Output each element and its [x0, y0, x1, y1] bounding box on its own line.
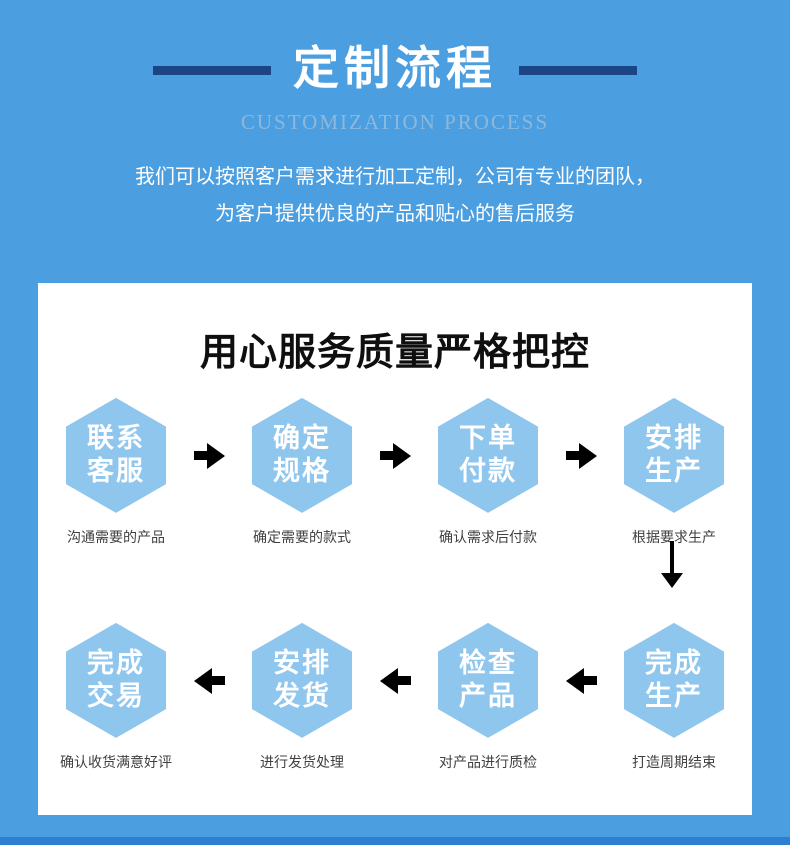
- page-title: 定制流程: [293, 42, 497, 94]
- arrow-down-icon: [658, 540, 686, 588]
- flow-step: 下单 付款 确认需求后付款: [429, 397, 547, 547]
- step-label: 规格: [273, 456, 331, 487]
- panel-title: 用心服务质量严格把控: [199, 331, 590, 374]
- footer-strip: [0, 837, 790, 845]
- step-caption: 确认需求后付款: [439, 528, 537, 545]
- step-hexagon: 安排 发货: [252, 622, 352, 738]
- flow-step: 确定 规格 确定需要的款式: [243, 397, 361, 547]
- step-caption: 根据要求生产: [632, 528, 716, 545]
- step-label: 付款: [459, 456, 517, 487]
- flow-row-top: 联系 客服 沟通需要的产品 确定 规格 确定需要的款式 下单: [38, 397, 752, 547]
- arrow-right-icon: [547, 442, 615, 469]
- step-label: 确定: [273, 423, 331, 454]
- step-caption: 沟通需要的产品: [67, 528, 165, 545]
- step-label: 客服: [87, 456, 145, 487]
- step-label: 安排: [273, 648, 331, 679]
- header: 定制流程 CUSTOMIZATION PROCESS 我们可以按照客户需求进行加…: [0, 0, 790, 233]
- description-line-1: 我们可以按照客户需求进行加工定制，公司有专业的团队，: [135, 165, 655, 188]
- step-label: 生产: [645, 681, 703, 712]
- flow-step: 检查 产品 对产品进行质检: [429, 622, 547, 772]
- arrow-left-icon: [175, 667, 243, 694]
- step-caption: 进行发货处理: [260, 753, 344, 770]
- arrow-right-icon: [175, 442, 243, 469]
- step-label: 联系: [87, 423, 145, 454]
- step-hexagon: 完成 交易: [66, 622, 166, 738]
- step-label: 检查: [459, 648, 517, 679]
- step-caption: 打造周期结束: [632, 753, 716, 770]
- step-label: 生产: [645, 456, 703, 487]
- title-decor-line-right: [519, 65, 637, 75]
- step-label: 下单: [459, 423, 517, 454]
- title-decor-line-left: [153, 65, 271, 75]
- step-hexagon: 检查 产品: [438, 622, 538, 738]
- description: 我们可以按照客户需求进行加工定制，公司有专业的团队， 为客户提供优良的产品和贴心…: [0, 159, 790, 233]
- arrow-left-icon: [361, 667, 429, 694]
- step-hexagon: 安排 生产: [624, 397, 724, 513]
- step-caption: 确定需要的款式: [253, 528, 351, 545]
- step-hexagon: 下单 付款: [438, 397, 538, 513]
- step-label: 安排: [645, 423, 703, 454]
- flow-step: 完成 生产 打造周期结束: [615, 622, 733, 772]
- step-hexagon: 确定 规格: [252, 397, 352, 513]
- step-label: 完成: [645, 648, 703, 679]
- step-label: 发货: [273, 681, 331, 712]
- flow-step: 安排 发货 进行发货处理: [243, 622, 361, 772]
- flow-step: 联系 客服 沟通需要的产品: [57, 397, 175, 547]
- flow-row-bottom: 完成 交易 确认收货满意好评 安排 发货 进行发货处理 检查: [38, 622, 752, 772]
- page-subtitle: CUSTOMIZATION PROCESS: [240, 109, 550, 134]
- step-hexagon: 完成 生产: [624, 622, 724, 738]
- step-hexagon: 联系 客服: [66, 397, 166, 513]
- step-caption: 对产品进行质检: [439, 753, 537, 770]
- arrow-right-icon: [361, 442, 429, 469]
- flow-step: 安排 生产 根据要求生产: [615, 397, 733, 547]
- description-line-2: 为客户提供优良的产品和贴心的售后服务: [215, 202, 575, 225]
- arrow-left-icon: [547, 667, 615, 694]
- flow-step: 完成 交易 确认收货满意好评: [57, 622, 175, 772]
- step-caption: 确认收货满意好评: [60, 753, 172, 770]
- title-row: 定制流程: [0, 42, 790, 95]
- step-label: 完成: [87, 648, 145, 679]
- step-label: 产品: [459, 681, 517, 712]
- step-label: 交易: [87, 681, 145, 712]
- process-panel: 用心服务质量严格把控 联系 客服 沟通需要的产品 确定 规格 确定需要的款式: [38, 282, 752, 815]
